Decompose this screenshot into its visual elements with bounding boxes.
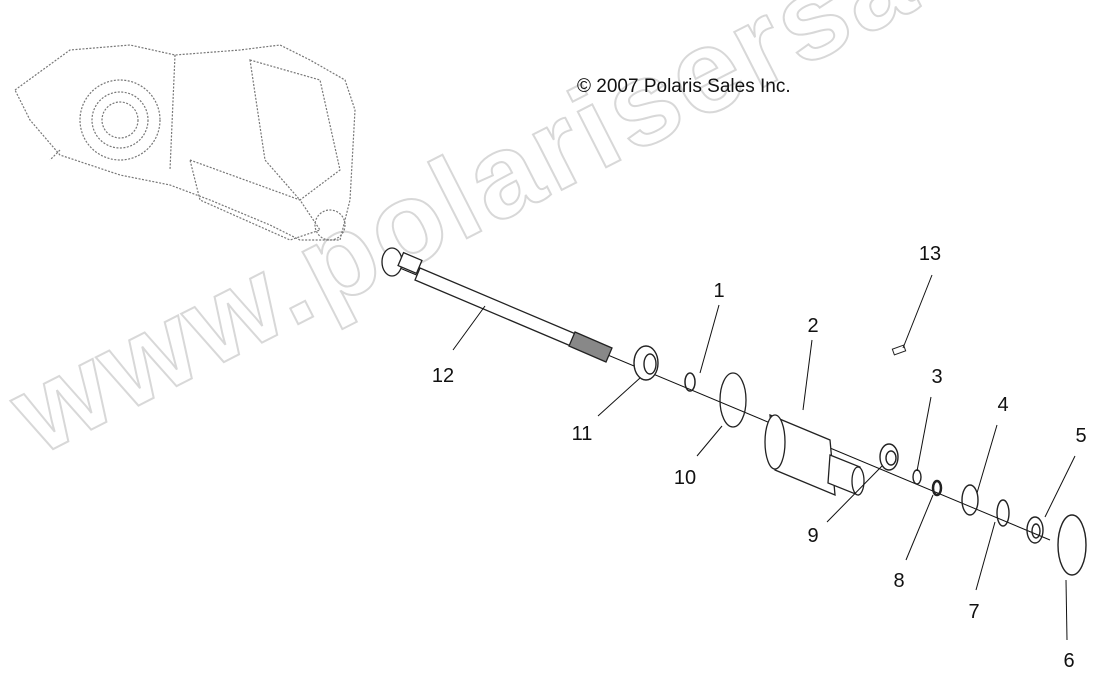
- transmission-housing-illustration: [14, 44, 356, 241]
- callout-4: 4: [997, 394, 1009, 416]
- bolt-part-13: [891, 344, 907, 356]
- callout-8: 8: [893, 570, 905, 592]
- ring-part-4: [961, 484, 979, 516]
- callout-3: 3: [931, 366, 943, 388]
- callout-11: 11: [571, 423, 593, 445]
- callout-1: 1: [713, 280, 725, 302]
- bearing-part-9: [879, 443, 899, 471]
- bearing-part-11: [633, 345, 659, 381]
- ring-part-3: [912, 469, 922, 485]
- oring-part-10: [719, 372, 747, 428]
- oring-part-6: [1057, 514, 1087, 576]
- callout-12: 12: [431, 365, 455, 387]
- sleeve-part-2: [764, 413, 865, 497]
- ring-part-8: [931, 479, 943, 497]
- callout-6: 6: [1063, 650, 1075, 672]
- callout-13: 13: [918, 243, 942, 265]
- callout-5: 5: [1075, 425, 1087, 447]
- ring-part-1: [684, 372, 696, 392]
- snapring-part-7: [996, 499, 1010, 527]
- callout-2: 2: [807, 315, 819, 337]
- callout-10: 10: [673, 467, 697, 489]
- callout-7: 7: [968, 601, 980, 623]
- shaft-part-12: [381, 247, 613, 363]
- bearing-part-5: [1026, 516, 1044, 544]
- copyright-notice: © 2007 Polaris Sales Inc.: [577, 76, 791, 97]
- callout-9: 9: [807, 525, 819, 547]
